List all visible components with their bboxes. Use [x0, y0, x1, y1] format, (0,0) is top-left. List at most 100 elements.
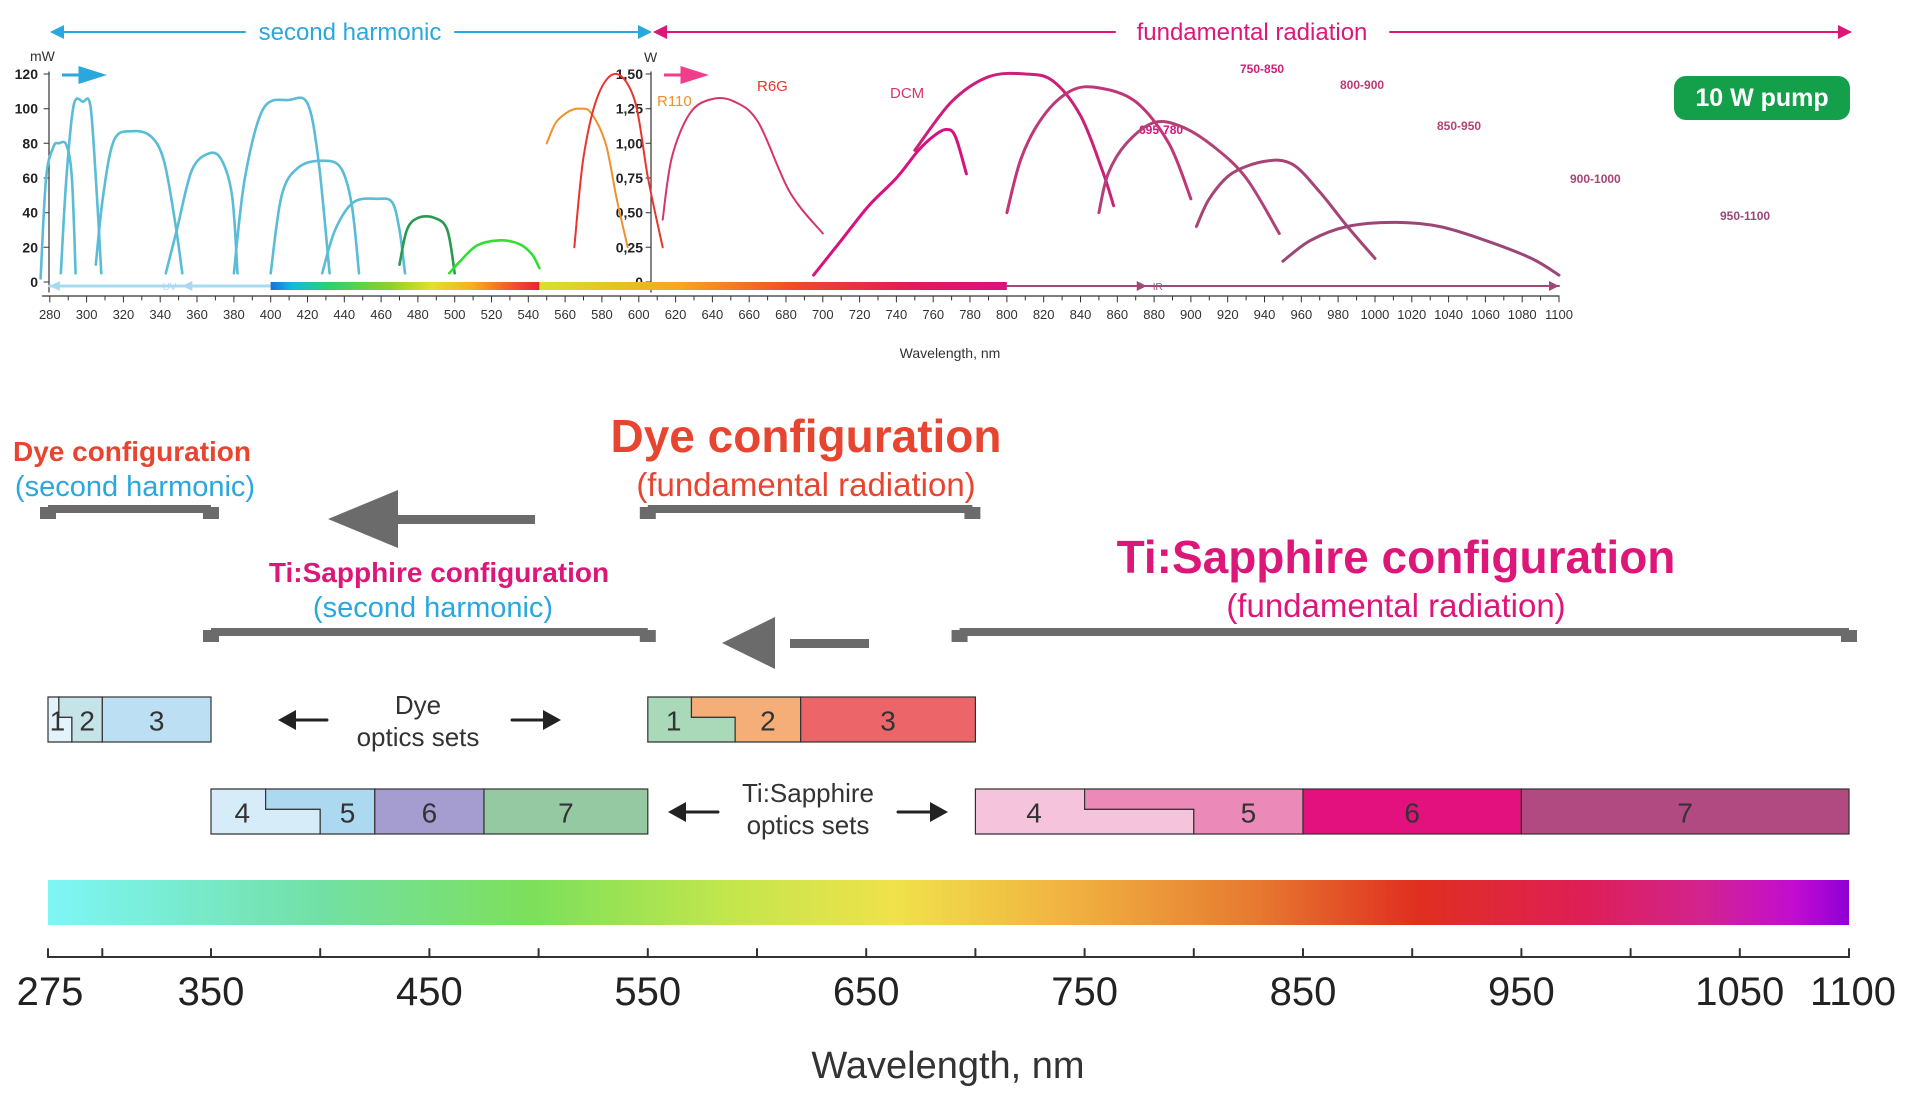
- dye-sh-set-label: 3: [149, 706, 165, 737]
- right-arrow-icon: [930, 802, 948, 822]
- y-tick-label-w: 0,75: [616, 170, 643, 186]
- ti-sh-title: Ti:Sapphire configuration: [269, 557, 609, 588]
- ti-fund-set-label: 6: [1404, 798, 1420, 829]
- y-unit-w: W: [644, 49, 658, 65]
- ti-sh-set-label: 5: [340, 798, 356, 829]
- pump-badge-label: 10 W pump: [1695, 84, 1828, 112]
- x-tick-label: 820: [1033, 307, 1055, 322]
- bottom-x-tick-label: 550: [614, 970, 681, 1014]
- y-tick-label-mw: 100: [15, 101, 39, 117]
- x-tick-label: 1040: [1434, 307, 1463, 322]
- fundamental-color-band: [539, 282, 1007, 290]
- fund-curve-label: R110: [657, 93, 692, 110]
- y-tick-label-w: 1,25: [616, 101, 643, 117]
- y-tick-label-w: 1,00: [616, 135, 643, 151]
- x-tick-label: 380: [223, 307, 245, 322]
- ti-optics-label: optics sets: [747, 810, 870, 840]
- bottom-x-tick-label: 450: [396, 970, 463, 1014]
- ti-sh-set-label: 7: [558, 798, 574, 829]
- x-tick-label: 900: [1180, 307, 1202, 322]
- ti-sh-set-label: 4: [235, 798, 251, 829]
- ti-sh-set-label: 6: [422, 798, 438, 829]
- x-tick-label: 860: [1106, 307, 1128, 322]
- ti-fund-bracket: [959, 628, 1849, 636]
- x-tick-label: 320: [113, 307, 135, 322]
- sh-curve: [232, 96, 331, 275]
- bottom-x-tick-label: 850: [1270, 970, 1337, 1014]
- y-tick-label-mw: 120: [15, 66, 39, 82]
- fund-curve-800-900: [1005, 85, 1193, 215]
- ti-fund-set-label: 4: [1026, 798, 1042, 829]
- x-tick-label: 300: [76, 307, 98, 322]
- x-tick-label: 1100: [1545, 307, 1573, 322]
- ti-fund-bracket-end: [951, 630, 968, 642]
- top-x-axis-title: Wavelength, nm: [900, 345, 1001, 361]
- x-tick-label: 540: [517, 307, 539, 322]
- dye-optics-label: optics sets: [357, 722, 480, 752]
- dye-sh-bracket-end: [40, 507, 56, 519]
- bottom-x-tick-label: 275: [17, 970, 84, 1014]
- x-tick-label: 840: [1070, 307, 1092, 322]
- bottom-x-tick-label: 750: [1051, 970, 1118, 1014]
- sh-curve: [269, 159, 361, 275]
- sh-curve: [447, 239, 541, 275]
- y-tick-label-w: 0,25: [616, 239, 643, 255]
- x-tick-label: 640: [702, 307, 724, 322]
- y-tick-label-mw: 0: [30, 274, 38, 290]
- ti-fund-set-6: [1302, 788, 1522, 835]
- x-tick-label: 1060: [1471, 307, 1500, 322]
- y-tick-label-mw: 60: [22, 170, 38, 186]
- uv-label: UV: [162, 282, 176, 293]
- x-tick-label: 480: [407, 307, 429, 322]
- x-tick-label: 280: [39, 307, 61, 322]
- fund-curve-850-950: [1097, 119, 1281, 235]
- dye-sh-bracket-end: [203, 507, 219, 519]
- ir-arrowhead: [1549, 281, 1560, 291]
- dye-optics-label: Dye: [395, 690, 441, 720]
- pump-badge: [1674, 76, 1850, 120]
- fund-curve-label: R6G: [757, 78, 788, 95]
- ti-fund-set-7: [1520, 788, 1850, 835]
- x-tick-label: 720: [849, 307, 871, 322]
- dye-sh-set-3: [101, 696, 212, 743]
- x-tick-label: 1080: [1508, 307, 1537, 322]
- bottom-x-tick-label: 650: [833, 970, 900, 1014]
- fund-curve-label: 900-1000: [1570, 172, 1621, 186]
- x-tick-label: 440: [333, 307, 355, 322]
- fund-curve-R6G: [573, 72, 664, 249]
- sh-curve: [164, 151, 239, 275]
- sh-curve: [320, 197, 407, 275]
- right-arrow-icon: [543, 710, 561, 730]
- x-tick-label: 1000: [1360, 307, 1389, 322]
- spectrum-bar: [48, 880, 1849, 925]
- x-tick-label: 460: [370, 307, 392, 322]
- dye-arrow-icon: [328, 490, 398, 548]
- x-tick-label: 960: [1290, 307, 1312, 322]
- x-tick-label: 360: [186, 307, 208, 322]
- dye-fund-bracket: [647, 505, 973, 513]
- sh-curve: [398, 215, 456, 275]
- banner-arrowhead: [1838, 25, 1852, 39]
- uv-arrowhead: [182, 281, 193, 291]
- x-tick-label: 580: [591, 307, 613, 322]
- x-tick-label: 980: [1327, 307, 1349, 322]
- banner-arrowhead: [653, 25, 667, 39]
- ti-fund-set-label: 5: [1241, 798, 1257, 829]
- y-tick-label-w: 1,50: [616, 66, 643, 82]
- y-tick-label-mw: 80: [22, 135, 38, 151]
- x-tick-label: 780: [959, 307, 981, 322]
- y-unit-mw: mW: [30, 48, 56, 64]
- x-tick-label: 680: [775, 307, 797, 322]
- dye-fund-set-label: 1: [666, 706, 682, 737]
- bottom-x-tick-label: 1100: [1810, 970, 1896, 1014]
- x-tick-label: 1020: [1397, 307, 1426, 322]
- x-tick-label: 420: [297, 307, 319, 322]
- dye-fund-subtitle: (fundamental radiation): [636, 466, 975, 503]
- ti-sh-subtitle: (second harmonic): [313, 592, 553, 624]
- ti-optics-label: Ti:Sapphire: [742, 778, 874, 808]
- x-tick-label: 340: [149, 307, 171, 322]
- dye-fund-set-label: 2: [760, 706, 776, 737]
- dye-arrow-shaft: [380, 515, 535, 524]
- x-tick-label: 620: [665, 307, 687, 322]
- dye-fund-set-3: [800, 696, 976, 743]
